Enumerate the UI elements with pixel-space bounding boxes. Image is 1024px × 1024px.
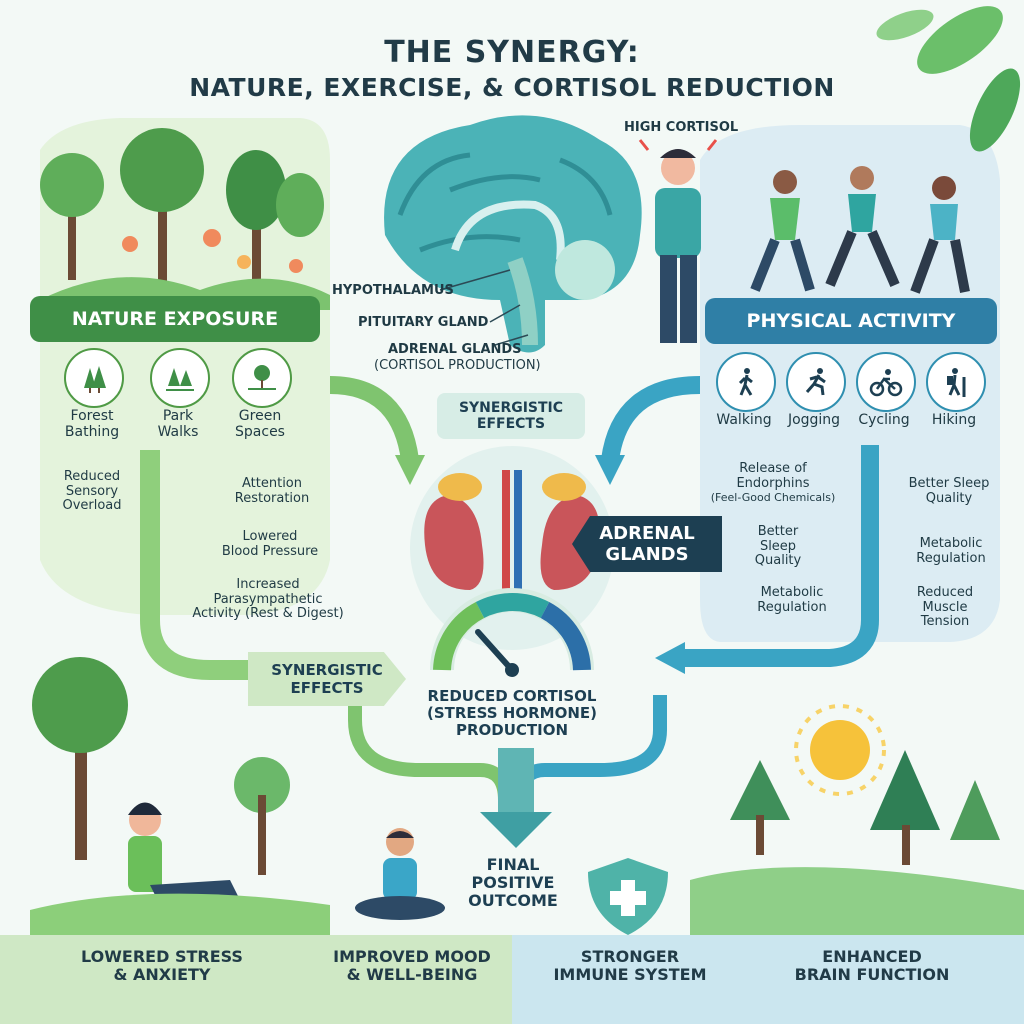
shield-icon [588, 858, 668, 935]
activity-item-label: Jogging [787, 412, 841, 428]
leaf-decoration-icon [876, 6, 1021, 152]
kidneys-icon [424, 470, 600, 610]
activity-item-label: Hiking [931, 412, 977, 428]
adrenal-sub-label: (CORTISOL PRODUCTION) [374, 358, 541, 373]
activity-item-label: Cycling [858, 412, 910, 428]
outcome-stress: LOWERED STRESS& ANXIETY [81, 947, 243, 984]
nature-exposure-banner: NATURE EXPOSURE [30, 296, 320, 342]
flow-arrows [140, 376, 879, 848]
title-line-2: NATURE, EXERCISE, & CORTISOL REDUCTION [189, 73, 835, 102]
activity-item-label: Walking [716, 412, 772, 428]
reduced-cortisol-text: REDUCED CORTISOL(STRESS HORMONE)PRODUCTI… [426, 687, 598, 739]
brain-icon [384, 115, 642, 353]
high-cortisol-label: HIGH CORTISOL [624, 120, 739, 135]
runners-icon [750, 166, 970, 294]
outcomes-band-left [0, 935, 512, 1024]
pituitary-label: PITUITARY GLAND [358, 315, 489, 330]
forest-icon [64, 348, 124, 408]
cycling-icon [856, 352, 916, 412]
relaxing-woman-icon [30, 657, 330, 935]
adrenal-label: ADRENAL GLANDS [388, 342, 522, 357]
sunny-forest-icon [690, 704, 1024, 935]
title-line-1: THE SYNERGY: [384, 35, 640, 70]
green-space-icon [232, 348, 292, 408]
walking-icon [716, 352, 776, 412]
hiking-icon [926, 352, 986, 412]
meditating-person-icon [355, 828, 445, 920]
outcomes-band-right [512, 935, 1024, 1024]
hypothalamus-label: HYPOTHALAMUS [332, 283, 454, 298]
physical-activity-banner: PHYSICAL ACTIVITY [705, 298, 997, 344]
park-icon [150, 348, 210, 408]
outcome-mood: IMPROVED MOOD& WELL-BEING [333, 947, 491, 984]
stressed-person-icon [638, 139, 718, 343]
jogging-icon [786, 352, 846, 412]
cortisol-gauge-icon [430, 588, 594, 677]
